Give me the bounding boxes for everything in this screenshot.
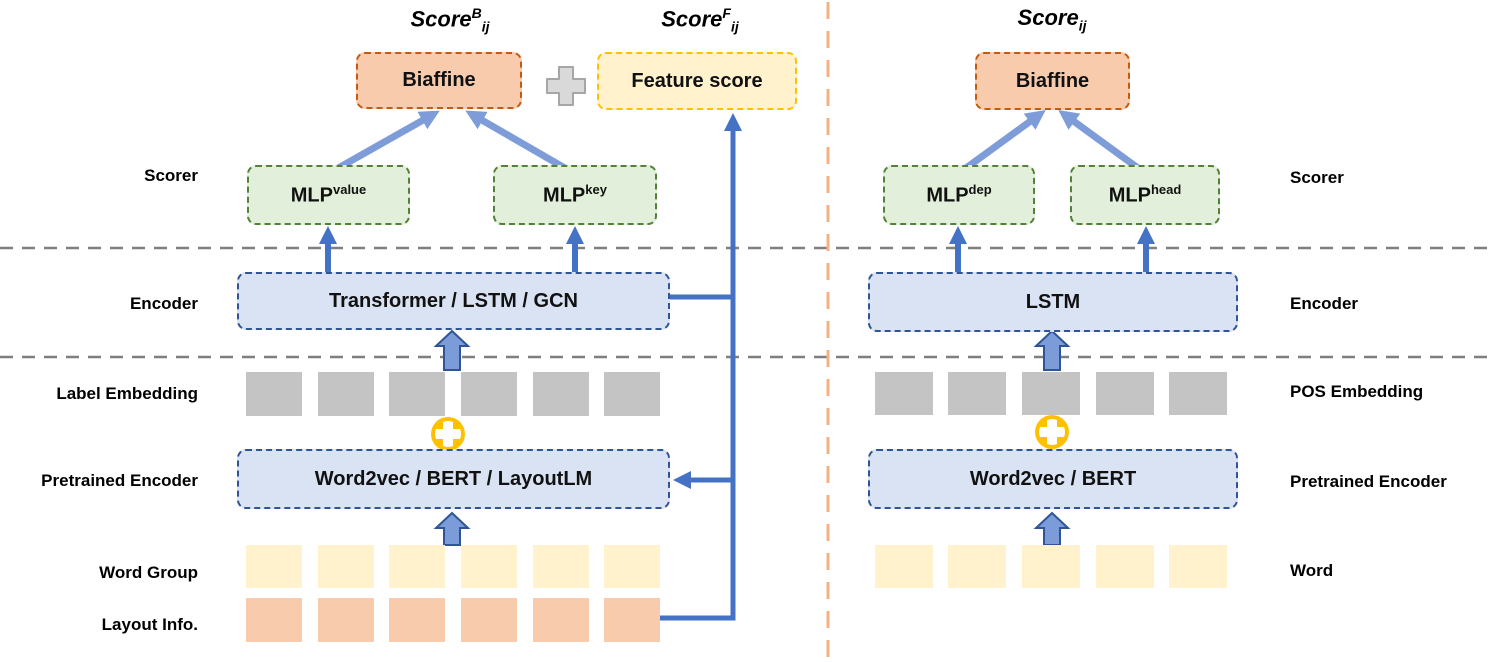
row-label-word-group: Word Group [99, 563, 198, 582]
word-group-square [533, 545, 589, 588]
feature-score-label: Feature score [631, 69, 763, 92]
score-b-sup: B [471, 5, 482, 21]
mlp-dep-sup: dep [968, 182, 992, 198]
layout-info-square [461, 598, 517, 642]
feature-score-box: Feature score [597, 52, 797, 110]
mlp-key-to-biaffine-arrow [465, 110, 572, 175]
row-label-word: Word [1290, 561, 1334, 580]
label-embedding-square [604, 372, 660, 416]
score-ij-base: Score [1017, 5, 1079, 30]
label-embedding-square [246, 372, 302, 416]
score-f-base: Score [661, 6, 723, 32]
plus-icon [546, 66, 586, 106]
word-square [1022, 545, 1080, 588]
biaffine-label-left: Biaffine [402, 69, 476, 91]
embedding-to-encoder-block-arrow-left [433, 329, 471, 371]
word-square [875, 545, 933, 588]
layout-info-square [533, 598, 589, 642]
pos-embedding-square [875, 372, 933, 415]
score-b-sub: ij [481, 18, 490, 35]
encoder-box-label-right: LSTM [1025, 290, 1081, 313]
word-group-square [389, 545, 445, 588]
row-label-encoder-right: Encoder [1290, 294, 1359, 313]
score-b-title: ScoreBij [350, 5, 550, 35]
score-f-sup: F [722, 5, 731, 21]
pos-embedding-square [1169, 372, 1227, 415]
encoder-box-left: Transformer / LSTM / GCN [237, 272, 670, 330]
word-to-pretrained-block-arrow-right [1033, 511, 1071, 546]
layout-to-feature-score-arrow [658, 113, 742, 621]
label-embedding-square [389, 372, 445, 416]
mlp-head-sup: head [1150, 182, 1182, 198]
mlp-value-box: MLPvalue [247, 165, 410, 225]
score-b-base: Score [410, 6, 472, 32]
layout-info-square [318, 598, 374, 642]
mlp-value-sup: value [332, 182, 367, 198]
score-ij-title: Scoreij [952, 5, 1152, 33]
mlp-key-sup: key [585, 182, 607, 198]
pos-embedding-square [1022, 372, 1080, 415]
label-embedding-square [318, 372, 374, 416]
word-square [948, 545, 1006, 588]
biaffine-box-left: Biaffine [356, 52, 522, 109]
score-f-title: ScoreFij [600, 5, 800, 35]
word-group-square [246, 545, 302, 588]
pos-embedding-square [1096, 372, 1154, 415]
mlp-head-base: MLP [1108, 184, 1151, 207]
mlp-dep-box: MLPdep [883, 165, 1035, 225]
pos-embedding-square [948, 372, 1006, 415]
row-label-encoder-left: Encoder [129, 294, 198, 313]
mlp-key-box: MLPkey [493, 165, 657, 225]
label-embedding-square [461, 372, 517, 416]
pretrained-box-label-left: Word2vec / BERT / LayoutLM [314, 467, 593, 490]
label-embedding-square [533, 372, 589, 416]
word-square [1096, 545, 1154, 588]
mlp-key-base: MLP [543, 184, 586, 207]
biaffine-label-right: Biaffine [1015, 69, 1090, 92]
row-label-pretrained-encoder-right: Pretrained Encoder [1290, 472, 1447, 491]
row-label-label-embedding: Label Embedding [56, 384, 198, 403]
pretrained-box-left: Word2vec / BERT / LayoutLM [237, 449, 670, 509]
row-label-scorer-left: Scorer [144, 166, 198, 185]
circled-plus-icon [1035, 415, 1069, 449]
score-f-sub: ij [730, 18, 739, 35]
word-square [1169, 545, 1227, 588]
layout-info-square [389, 598, 445, 642]
mlp-dep-base: MLP [926, 184, 969, 207]
embedding-to-encoder-block-arrow-right [1033, 329, 1071, 371]
wordgroup-to-pretrained-block-arrow-left [433, 511, 471, 546]
layout-info-square [604, 598, 660, 642]
mlp-head-box: MLPhead [1070, 165, 1220, 225]
encoder-box-label-left: Transformer / LSTM / GCN [329, 289, 578, 312]
word-group-square [604, 545, 660, 588]
mlp-value-to-biaffine-arrow [331, 110, 440, 175]
row-label-scorer-right: Scorer [1290, 168, 1344, 187]
word-group-square [318, 545, 374, 588]
mlp-value-base: MLP [290, 184, 333, 207]
word-group-square [461, 545, 517, 588]
pretrained-box-right: Word2vec / BERT [868, 449, 1238, 509]
mlp-head-to-biaffine-arrow [1058, 109, 1145, 174]
circled-plus-icon [431, 417, 465, 451]
encoder-box-right: LSTM [868, 272, 1238, 332]
pretrained-box-label-right: Word2vec / BERT [969, 467, 1137, 490]
row-label-layout-info: Layout Info. [101, 615, 198, 634]
mlp-dep-to-biaffine-arrow [959, 109, 1046, 174]
biaffine-box-right: Biaffine [975, 52, 1130, 110]
layout-info-square [246, 598, 302, 642]
row-label-pos-embedding: POS Embedding [1290, 382, 1424, 401]
row-label-pretrained-encoder-left: Pretrained Encoder [41, 471, 198, 490]
score-ij-sub: ij [1078, 17, 1087, 34]
